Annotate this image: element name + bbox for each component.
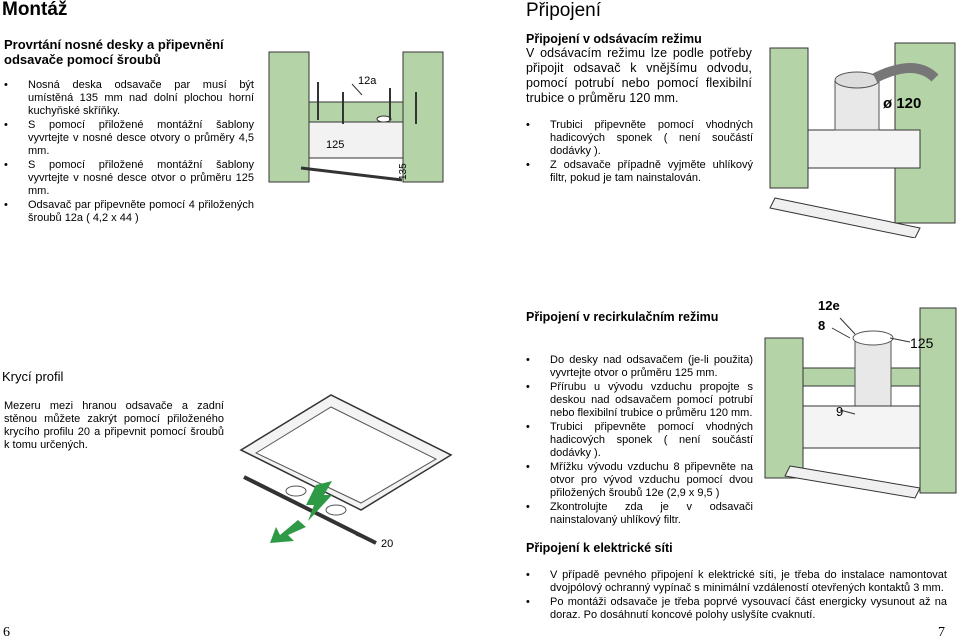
left-page-title: Montáž [2,0,68,20]
recirc-figure-label-part: 9 [836,404,843,419]
cover-figure: 20 [239,394,453,550]
exhaust-figure-label: ø 120 [883,95,921,112]
recirc-figure-label-grille: 8 [818,318,825,333]
right-page-number: 7 [938,625,945,640]
exhaust-bullets: Trubici připevněte pomocí vhodných hadic… [522,119,753,186]
recirc-bullet: Přírubu u vývodu vzduchu propojte s desk… [522,381,753,420]
mount-bullet: S pomocí přiložené montážní šablony vyvr… [0,159,254,198]
recirc-figure-hood [802,405,921,449]
recirc-bullets: Do desky nad odsavačem (je-li použita) v… [522,354,753,528]
mount-bullet: Nosná deska odsavače par musí být umístě… [0,79,254,118]
cover-figure-arrow-down [270,520,306,543]
mount-figure-label-hole: 125 [326,139,344,151]
electric-heading: Připojení k elektrické síti [526,541,673,555]
recirc-figure: 12e 8 125 9 [764,298,957,499]
recirc-figure-drawer [784,465,921,499]
mount-figure-right-wall [402,51,444,183]
recirc-bullet: Trubici připevněte pomocí vhodných hadic… [522,421,753,460]
recirc-figure-grille [852,330,894,346]
mount-figure-label-height: 135 [398,163,409,180]
exhaust-figure-left-wall [769,47,809,189]
mount-heading: Provrtání nosné desky a připevnění odsav… [4,37,224,67]
mount-figure-label-screw: 12a [358,75,377,87]
right-page-title: Připojení [526,0,601,21]
recirc-heading: Připojení v recirkulačním režimu [526,310,719,324]
mount-bullets: Nosná deska odsavače par musí být umístě… [0,79,254,226]
cover-text: Mezeru mezi hranou odsavače a zadní stěn… [4,400,224,451]
exhaust-figure: ø 120 [769,42,956,238]
recirc-figure-label-screw: 12e [818,298,840,313]
recirc-bullet: Do desky nad odsavačem (je-li použita) v… [522,354,753,380]
mount-figure: 12a 125 135 [268,51,444,183]
cover-figure-profile [243,475,377,545]
left-page-number: 6 [3,625,10,640]
exhaust-figure-drawer [769,197,921,238]
recirc-figure-label-diameter: 125 [910,335,934,351]
electric-bullet: Po montáži odsavače je třeba poprvé vyso… [522,596,947,622]
electric-bullet: V případě pevného připojení k elektrické… [522,569,947,595]
exhaust-bullet: Z odsavače případně vyjměte uhlíkový fil… [522,159,753,185]
mount-bullet: S pomocí přiložené montážní šablony vyvr… [0,119,254,158]
recirc-bullet: Mřížku vývodu vzduchu 8 připevněte na ot… [522,461,753,500]
mount-figure-drawer [300,166,403,182]
exhaust-figure-hood [807,129,921,169]
mount-figure-hood [308,121,404,159]
exhaust-heading: Připojení v odsávacím režimu [526,32,702,46]
recirc-bullet: Zkontrolujte zda je v odsavači nainstalo… [522,501,753,527]
mount-figure-left-wall [268,51,310,183]
exhaust-intro: V odsávacím režimu lze podle potřeby při… [526,46,752,105]
cover-heading: Krycí profil [2,369,64,384]
electric-bullets: V případě pevného připojení k elektrické… [522,569,947,623]
mount-figure-hole [376,115,392,123]
exhaust-bullet: Trubici připevněte pomocí vhodných hadic… [522,119,753,158]
cover-figure-label: 20 [381,538,393,550]
cover-figure-arrow-up [306,481,332,521]
mount-bullet: Odsavač par připevněte pomocí 4 přiložen… [0,199,254,225]
recirc-figure-left-wall [764,337,804,479]
